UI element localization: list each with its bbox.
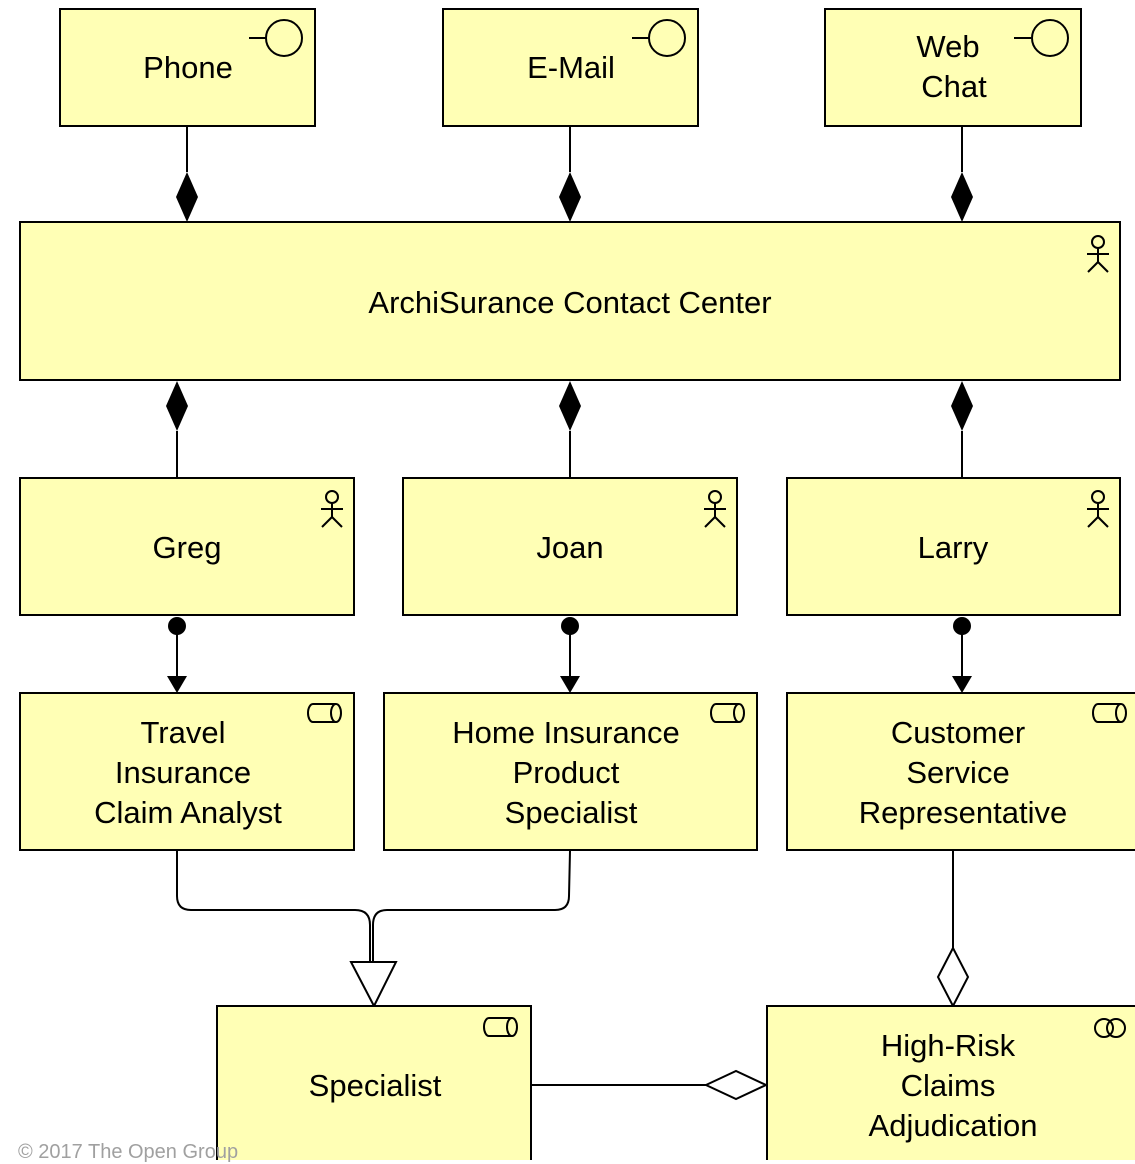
larry-actor[interactable]: Larry <box>786 477 1121 616</box>
phone-label: Phone <box>143 50 233 85</box>
collaboration-icon <box>1094 1018 1126 1038</box>
high-risk-label-line-1: High-Risk <box>881 1028 1016 1063</box>
home-role-label-line-3: Specialist <box>505 795 638 830</box>
composition-edge-larry <box>951 381 973 478</box>
composition-edge-email <box>559 126 581 222</box>
contact-center-collaboration[interactable]: ArchiSurance Contact Center <box>19 221 1121 381</box>
travel-role-label-line-3: Claim Analyst <box>94 795 282 830</box>
customer-service-rep-role[interactable]: Customer Service Representative <box>786 692 1135 851</box>
aggregation-edge-specialist <box>531 1069 769 1101</box>
phone-interface[interactable]: Phone <box>59 8 316 127</box>
actor-icon <box>704 490 726 528</box>
joan-actor[interactable]: Joan <box>402 477 738 616</box>
travel-role-label-line-2: Insurance <box>115 755 251 790</box>
greg-actor[interactable]: Greg <box>19 477 355 616</box>
role-icon <box>710 703 745 723</box>
composition-edge-joan <box>559 381 581 478</box>
home-role-label-line-1: Home Insurance <box>452 715 679 750</box>
high-risk-label-line-2: Claims <box>901 1068 996 1103</box>
actor-icon <box>321 490 343 528</box>
web-chat-interface[interactable]: Web Chat <box>824 8 1082 127</box>
composition-edge-web-chat <box>951 126 973 222</box>
home-product-specialist-role[interactable]: Home Insurance Product Specialist <box>383 692 758 851</box>
home-role-label-line-2: Product <box>513 755 620 790</box>
larry-label: Larry <box>918 530 989 565</box>
assignment-edge-larry <box>952 617 972 693</box>
actor-icon <box>1087 490 1109 528</box>
high-risk-claims-collaboration[interactable]: High-Risk Claims Adjudication <box>766 1005 1135 1160</box>
specialist-label: Specialist <box>309 1068 442 1103</box>
csr-role-label-line-3: Representative <box>859 795 1068 830</box>
travel-role-label-line-1: Travel <box>141 715 226 750</box>
role-icon <box>307 703 342 723</box>
aggregation-edge-csr <box>936 851 970 1009</box>
greg-label: Greg <box>153 530 222 565</box>
contact-center-label: ArchiSurance Contact Center <box>368 285 771 320</box>
composition-edge-phone <box>176 126 198 222</box>
interface-icon <box>249 19 303 57</box>
csr-role-label-line-1: Customer <box>891 715 1025 750</box>
role-icon <box>483 1017 518 1037</box>
email-interface[interactable]: E-Mail <box>442 8 699 127</box>
specialization-edge <box>176 850 571 1009</box>
high-risk-label-line-3: Adjudication <box>869 1108 1038 1143</box>
specialist-role[interactable]: Specialist <box>216 1005 532 1160</box>
interface-icon <box>632 19 686 57</box>
email-label: E-Mail <box>527 50 615 85</box>
interface-icon <box>1014 19 1069 57</box>
assignment-edge-joan <box>560 617 580 693</box>
composition-edge-greg <box>166 381 188 478</box>
travel-claim-analyst-role[interactable]: Travel Insurance Claim Analyst <box>19 692 355 851</box>
web-chat-label-line-2: Chat <box>921 69 987 104</box>
actor-icon <box>1087 235 1109 273</box>
joan-label: Joan <box>536 530 603 565</box>
copyright-notice: © 2017 The Open Group <box>18 1141 239 1163</box>
role-icon <box>1092 703 1127 723</box>
assignment-edge-greg <box>167 617 187 693</box>
web-chat-label-line-1: Web <box>916 29 979 64</box>
csr-role-label-line-2: Service <box>906 755 1009 790</box>
